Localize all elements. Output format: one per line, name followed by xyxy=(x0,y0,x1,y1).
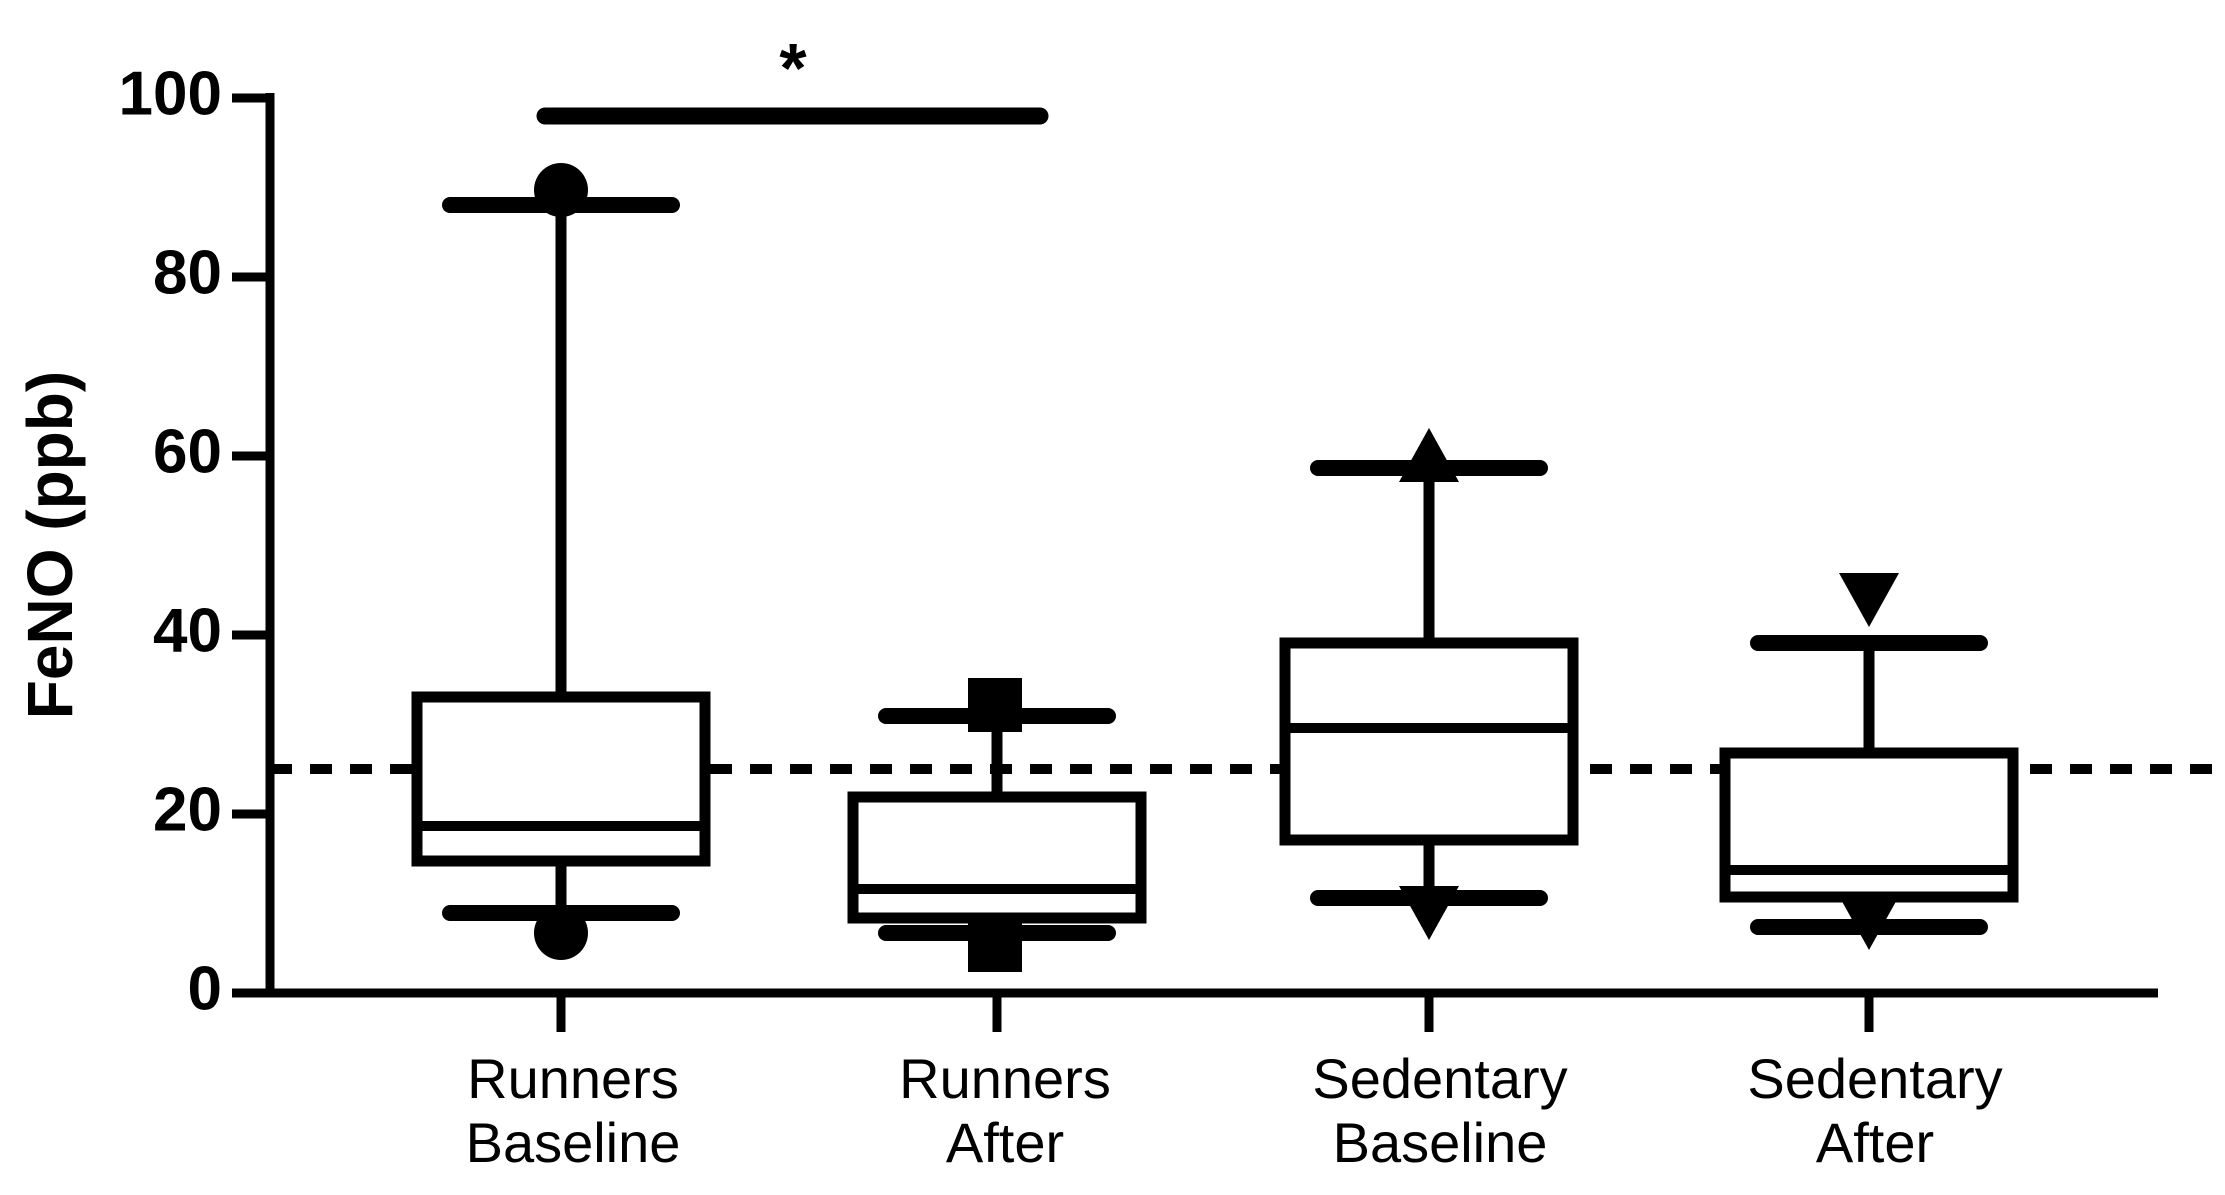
y-tick-label-100: 100 xyxy=(119,59,222,128)
marker-circle-min xyxy=(534,906,588,960)
x-label-runners-baseline: Runners Baseline xyxy=(466,1047,681,1174)
x-label-sedentary-after: Sedentary After xyxy=(1747,1047,2002,1174)
x-label-line1: Sedentary xyxy=(1312,1047,1567,1110)
box-group-sedentary-baseline xyxy=(1279,428,1579,940)
x-label-line2: After xyxy=(946,1111,1064,1174)
y-tick-label-0: 0 xyxy=(188,954,222,1023)
box-group-sedentary-after xyxy=(1719,573,2019,950)
box-group-runners-baseline xyxy=(411,163,711,960)
y-tick-label-60: 60 xyxy=(153,417,222,486)
box-iqr xyxy=(1279,637,1579,846)
marker-triangle-up-min xyxy=(1399,886,1459,940)
marker-square-max xyxy=(968,678,1022,732)
x-label-line1: Sedentary xyxy=(1747,1047,2002,1110)
marker-triangle-up-max xyxy=(1399,428,1459,482)
x-label-line1: Runners xyxy=(467,1047,679,1110)
y-tick-label-80: 80 xyxy=(153,238,222,307)
marker-triangle-down-min xyxy=(1839,896,1899,950)
x-label-runners-after: Runners After xyxy=(899,1047,1111,1174)
box-group-runners-after xyxy=(847,678,1147,972)
y-tick-label-40: 40 xyxy=(153,596,222,665)
significance-asterisk: * xyxy=(779,29,807,107)
marker-circle-max xyxy=(534,163,588,217)
y-axis-title: FeNO (ppb) xyxy=(14,371,86,719)
marker-square-min xyxy=(968,918,1022,972)
box-iqr xyxy=(411,691,711,867)
x-label-line1: Runners xyxy=(899,1047,1111,1110)
x-label-line2: Baseline xyxy=(466,1111,681,1174)
y-tick-label-20: 20 xyxy=(153,775,222,844)
marker-triangle-down-max xyxy=(1839,573,1899,627)
box-iqr xyxy=(1719,747,2019,903)
x-label-sedentary-baseline: Sedentary Baseline xyxy=(1312,1047,1567,1174)
box-iqr xyxy=(847,791,1147,924)
x-label-line2: After xyxy=(1816,1111,1934,1174)
x-label-line2: Baseline xyxy=(1333,1111,1548,1174)
